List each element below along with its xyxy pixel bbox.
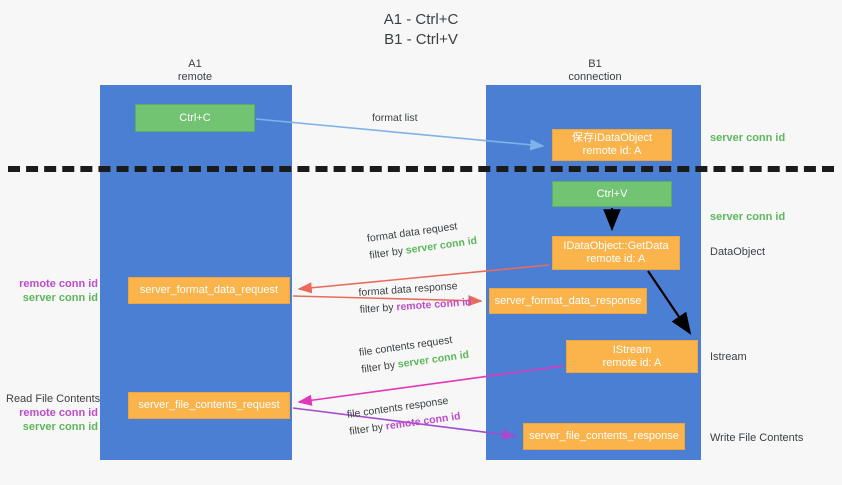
label-group-conn-ids-1: remote conn id server conn id [6,277,98,305]
label-server-conn-id-top: server conn id [710,132,786,144]
column-header-a1: A1 remote [130,58,260,84]
node-getdata-line1: IDataObject::GetData [563,240,669,252]
node-server-format-data-request-label: server_format_data_request [139,284,279,296]
node-server-file-contents-request-label: server_file_contents_request [138,399,280,411]
filter-prefix: filter by [360,358,399,376]
node-server-file-contents-response-label: server_file_contents_response [529,430,679,442]
node-save-idataobject[interactable]: 保存IDataObject remote id: A [552,129,672,161]
node-idataobject-getdata[interactable]: IDataObject::GetData remote id: A [552,236,680,270]
label-istream: Istream [710,351,747,363]
node-server-file-contents-response[interactable]: server_file_contents_response [523,423,685,450]
node-getdata-line2: remote id: A [586,253,646,265]
edge-label-format-list: format list [372,110,418,127]
node-istream[interactable]: IStream remote id: A [566,340,698,373]
node-ctrl-v[interactable]: Ctrl+V [552,181,672,207]
node-save-idataobject-line2: remote id: A [582,145,642,157]
column-header-a1-name: A1 [188,58,202,70]
node-istream-line1: IStream [612,343,652,356]
label-write-file-contents: Write File Contents [710,432,804,444]
node-ctrl-c[interactable]: Ctrl+C [135,104,255,132]
diagram-title: A1 - Ctrl+C B1 - Ctrl+V [0,10,842,50]
node-server-format-data-request[interactable]: server_format_data_request [128,277,290,304]
column-header-a1-sub: remote [177,71,213,83]
node-istream-line2: remote id: A [602,356,662,369]
filter-prefix: filter by [359,301,397,316]
node-server-file-contents-request[interactable]: server_file_contents_request [128,392,290,419]
edge-label-format-data-request: format data request filter by server con… [366,216,478,265]
label-server-conn-id-1: server conn id [22,292,98,304]
column-header-b1-sub: connection [568,71,622,83]
title-line-1: A1 - Ctrl+C [383,11,459,28]
label-dataobject: DataObject [710,246,766,258]
filter-prefix: filter by [348,420,387,438]
edge-label-format-data-response: format data response filter by remote co… [358,277,472,319]
label-server-conn-id-mid: server conn id [710,211,786,223]
dashed-divider [8,166,834,172]
label-remote-conn-id-1: remote conn id [19,278,98,290]
node-server-format-data-response[interactable]: server_format_data_response [489,288,647,314]
edge-label-format-list-text: format list [372,112,418,124]
column-header-b1: B1 connection [530,58,660,84]
filter-id-remote-conn: remote conn id [396,296,472,314]
label-server-conn-id-2: server conn id [22,421,98,433]
label-remote-conn-id-2: remote conn id [19,407,98,419]
filter-prefix: filter by [368,244,407,262]
node-save-idataobject-line1: 保存IDataObject [571,132,653,144]
edge-label-file-contents-response: file contents response filter by remote … [346,391,462,440]
title-line-2: B1 - Ctrl+V [384,31,458,48]
node-ctrl-v-label: Ctrl+V [596,187,628,200]
label-group-read-file-contents: Read File Contents remote conn id server… [6,392,101,434]
column-header-b1-name: B1 [588,58,602,70]
node-server-format-data-response-label: server_format_data_response [494,294,642,307]
edge-label-file-contents-request: file contents request filter by server c… [358,330,470,379]
label-read-file-contents: Read File Contents [6,393,101,405]
node-ctrl-c-label: Ctrl+C [179,111,211,124]
